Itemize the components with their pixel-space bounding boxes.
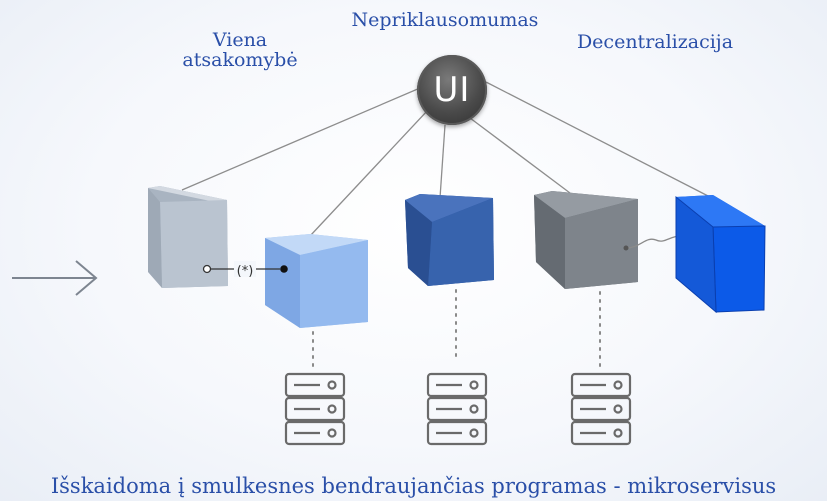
line-to-cube-3 [439, 124, 446, 199]
caption: Išskaidoma į smulkesnes bendraujančias p… [50, 474, 777, 498]
server-icon [570, 372, 632, 446]
line-to-cube-1 [181, 87, 421, 191]
server-icon [426, 372, 488, 446]
line-to-cube-5 [485, 81, 713, 199]
label-decentralization: Decentralizacija [576, 31, 734, 53]
connector-symbol: (*) [237, 264, 254, 279]
connection-lines [181, 81, 713, 237]
ui-node: UI [417, 55, 487, 125]
cube-bright-blue [675, 195, 766, 314]
cube-gray [534, 191, 638, 289]
label-single-responsibility: Viena atsakomybė [182, 29, 298, 71]
line-to-cube-2 [309, 109, 429, 237]
dotted-links [312, 289, 601, 371]
server-icon [284, 372, 346, 446]
line-to-cube-4 [469, 117, 571, 194]
label-independence: Nepriklausomumas [351, 9, 539, 31]
cube-light-blue [265, 234, 368, 328]
cube-light-gray [148, 186, 228, 288]
arrow-right-icon [12, 260, 98, 296]
cube-steel-blue [405, 194, 494, 286]
connector [202, 261, 288, 277]
